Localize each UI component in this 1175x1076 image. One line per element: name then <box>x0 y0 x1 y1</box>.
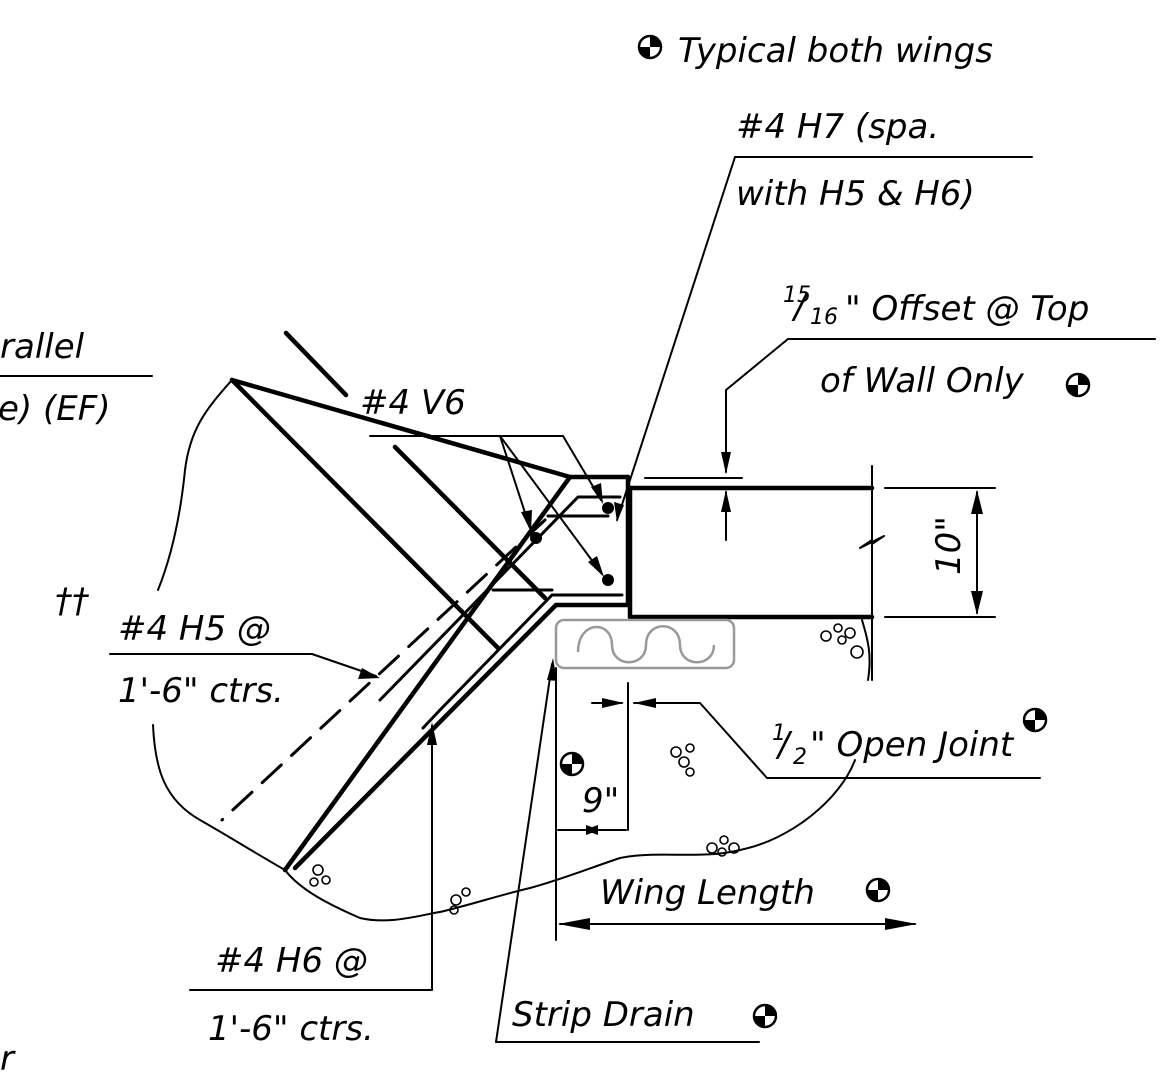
strip-drain-symbol-icon <box>752 1003 778 1029</box>
dim-9-symbol-icon <box>559 751 585 777</box>
open-joint-label: " Open Joint <box>810 725 1015 765</box>
wing-rebar-inner <box>421 593 624 730</box>
offset-fraction-num: 15 <box>783 283 811 308</box>
wall-break-line <box>859 465 885 681</box>
parallel-label-line2: e) (EF) <box>0 389 111 429</box>
h6-label-line2: 1'-6" ctrs. <box>208 1009 374 1049</box>
h5-label-line1: #4 H5 @ <box>118 609 271 649</box>
typical-symbol-icon <box>637 34 663 60</box>
wing-inner-face <box>292 474 631 871</box>
wing-top-line-b <box>392 444 548 601</box>
offset-label-line1: " Offset @ Top <box>845 289 1089 329</box>
h6-label-line1: #4 H6 @ <box>215 941 368 981</box>
wing-top-line-c <box>283 330 349 398</box>
h7-leader-line <box>616 156 736 521</box>
wing-length-label: Wing Length <box>600 873 815 913</box>
wing-rebar-outer <box>378 495 622 702</box>
h7-label-line1: #4 H7 (spa. <box>736 107 939 147</box>
strip-drain-wave <box>576 625 716 664</box>
open-joint-symbol-icon <box>1022 707 1048 733</box>
typical-label: Typical both wings <box>678 31 993 71</box>
cut-off-letter: r <box>0 1039 16 1076</box>
soil-break-right <box>439 759 856 913</box>
v6-label: #4 V6 <box>360 383 466 423</box>
offset-label-line2: of Wall Only <box>820 361 1025 401</box>
dim-10-label: 10" <box>929 516 969 575</box>
open-joint-num: 1 <box>772 721 786 746</box>
h6-leader <box>189 725 433 991</box>
rebar-dot <box>602 574 614 586</box>
soil-break-upper <box>157 379 233 591</box>
wing-outer-face <box>282 474 631 873</box>
strip-drain-leader <box>495 663 553 1043</box>
aggregate-pattern <box>309 623 864 915</box>
h7-leader-arrow <box>614 502 624 522</box>
dim-9-label: 9" <box>582 781 619 821</box>
svg-text:/: / <box>775 725 793 765</box>
h5-mark: †† <box>55 581 90 621</box>
rebar-dot <box>602 502 614 514</box>
rebar-dot <box>530 532 542 544</box>
open-joint-leader <box>633 702 1041 779</box>
offset-leader <box>725 338 789 473</box>
strip-drain-outline <box>554 618 736 670</box>
parallel-label-line1: rallel <box>0 327 85 367</box>
h7-label-line2: with H5 & H6) <box>736 174 975 214</box>
wing-hidden-line <box>220 518 547 822</box>
h5-leader <box>109 653 377 677</box>
offset-symbol-icon <box>1065 372 1091 398</box>
soil-break-lower <box>152 724 441 922</box>
offset-fraction-den: 16 <box>810 305 838 330</box>
strip-drain-label: Strip Drain <box>512 995 695 1035</box>
svg-text:/: / <box>791 287 809 327</box>
h5-label-line2: 1'-6" ctrs. <box>118 671 284 711</box>
open-joint-den: 2 <box>793 745 807 770</box>
wing-length-symbol-icon <box>865 877 891 903</box>
